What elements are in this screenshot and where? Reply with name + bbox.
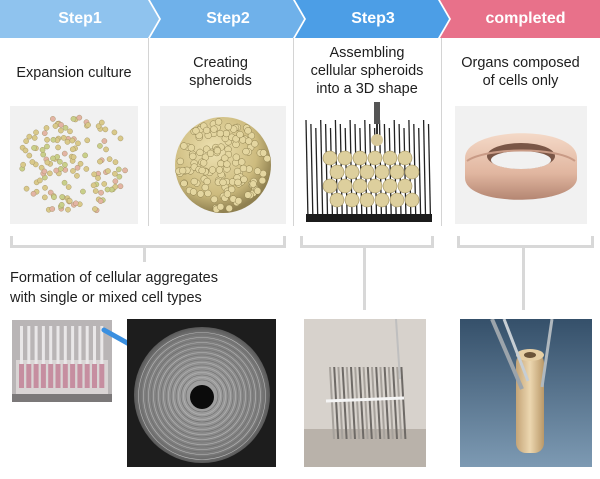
- step2-label: Step2: [206, 10, 250, 27]
- column-divider: [148, 38, 149, 226]
- step2-description: Creating spheroids: [189, 55, 252, 89]
- spheroid-icon: [160, 106, 286, 224]
- completed-description: Organs composed of cells only: [461, 55, 580, 89]
- aggregate-caption: Formation of cellular aggregates with si…: [10, 270, 218, 306]
- step3-chevron: [295, 0, 449, 38]
- bracket-stem: [143, 248, 146, 262]
- step1-label: Step1: [58, 10, 102, 27]
- well-plate-photo: [12, 320, 112, 402]
- needle-array-icon: [300, 100, 436, 224]
- step1-2-bracket: [10, 236, 286, 248]
- tube-organ-photo: [460, 319, 592, 467]
- step3-description: Assembling cellular spheroids into a 3D …: [310, 45, 424, 97]
- step3-bracket: [300, 236, 434, 248]
- step3-label: Step3: [351, 10, 395, 27]
- completed-chevron: [440, 0, 600, 38]
- bracket-stem: [522, 248, 525, 310]
- step2-chevron: [150, 0, 304, 38]
- column-divider: [293, 38, 294, 226]
- needle-rig-photo: [304, 319, 426, 467]
- completed-bracket: [457, 236, 594, 248]
- bracket-stem: [363, 248, 366, 310]
- torus-organ-icon: [455, 106, 587, 224]
- column-divider: [441, 38, 442, 226]
- step1-chevron: [0, 0, 159, 38]
- step-banner: [0, 0, 600, 38]
- completed-label: completed: [485, 10, 566, 27]
- step1-description: Expansion culture: [16, 65, 132, 81]
- scattered-cells-icon: [10, 106, 138, 224]
- microscope-photo: [127, 319, 276, 467]
